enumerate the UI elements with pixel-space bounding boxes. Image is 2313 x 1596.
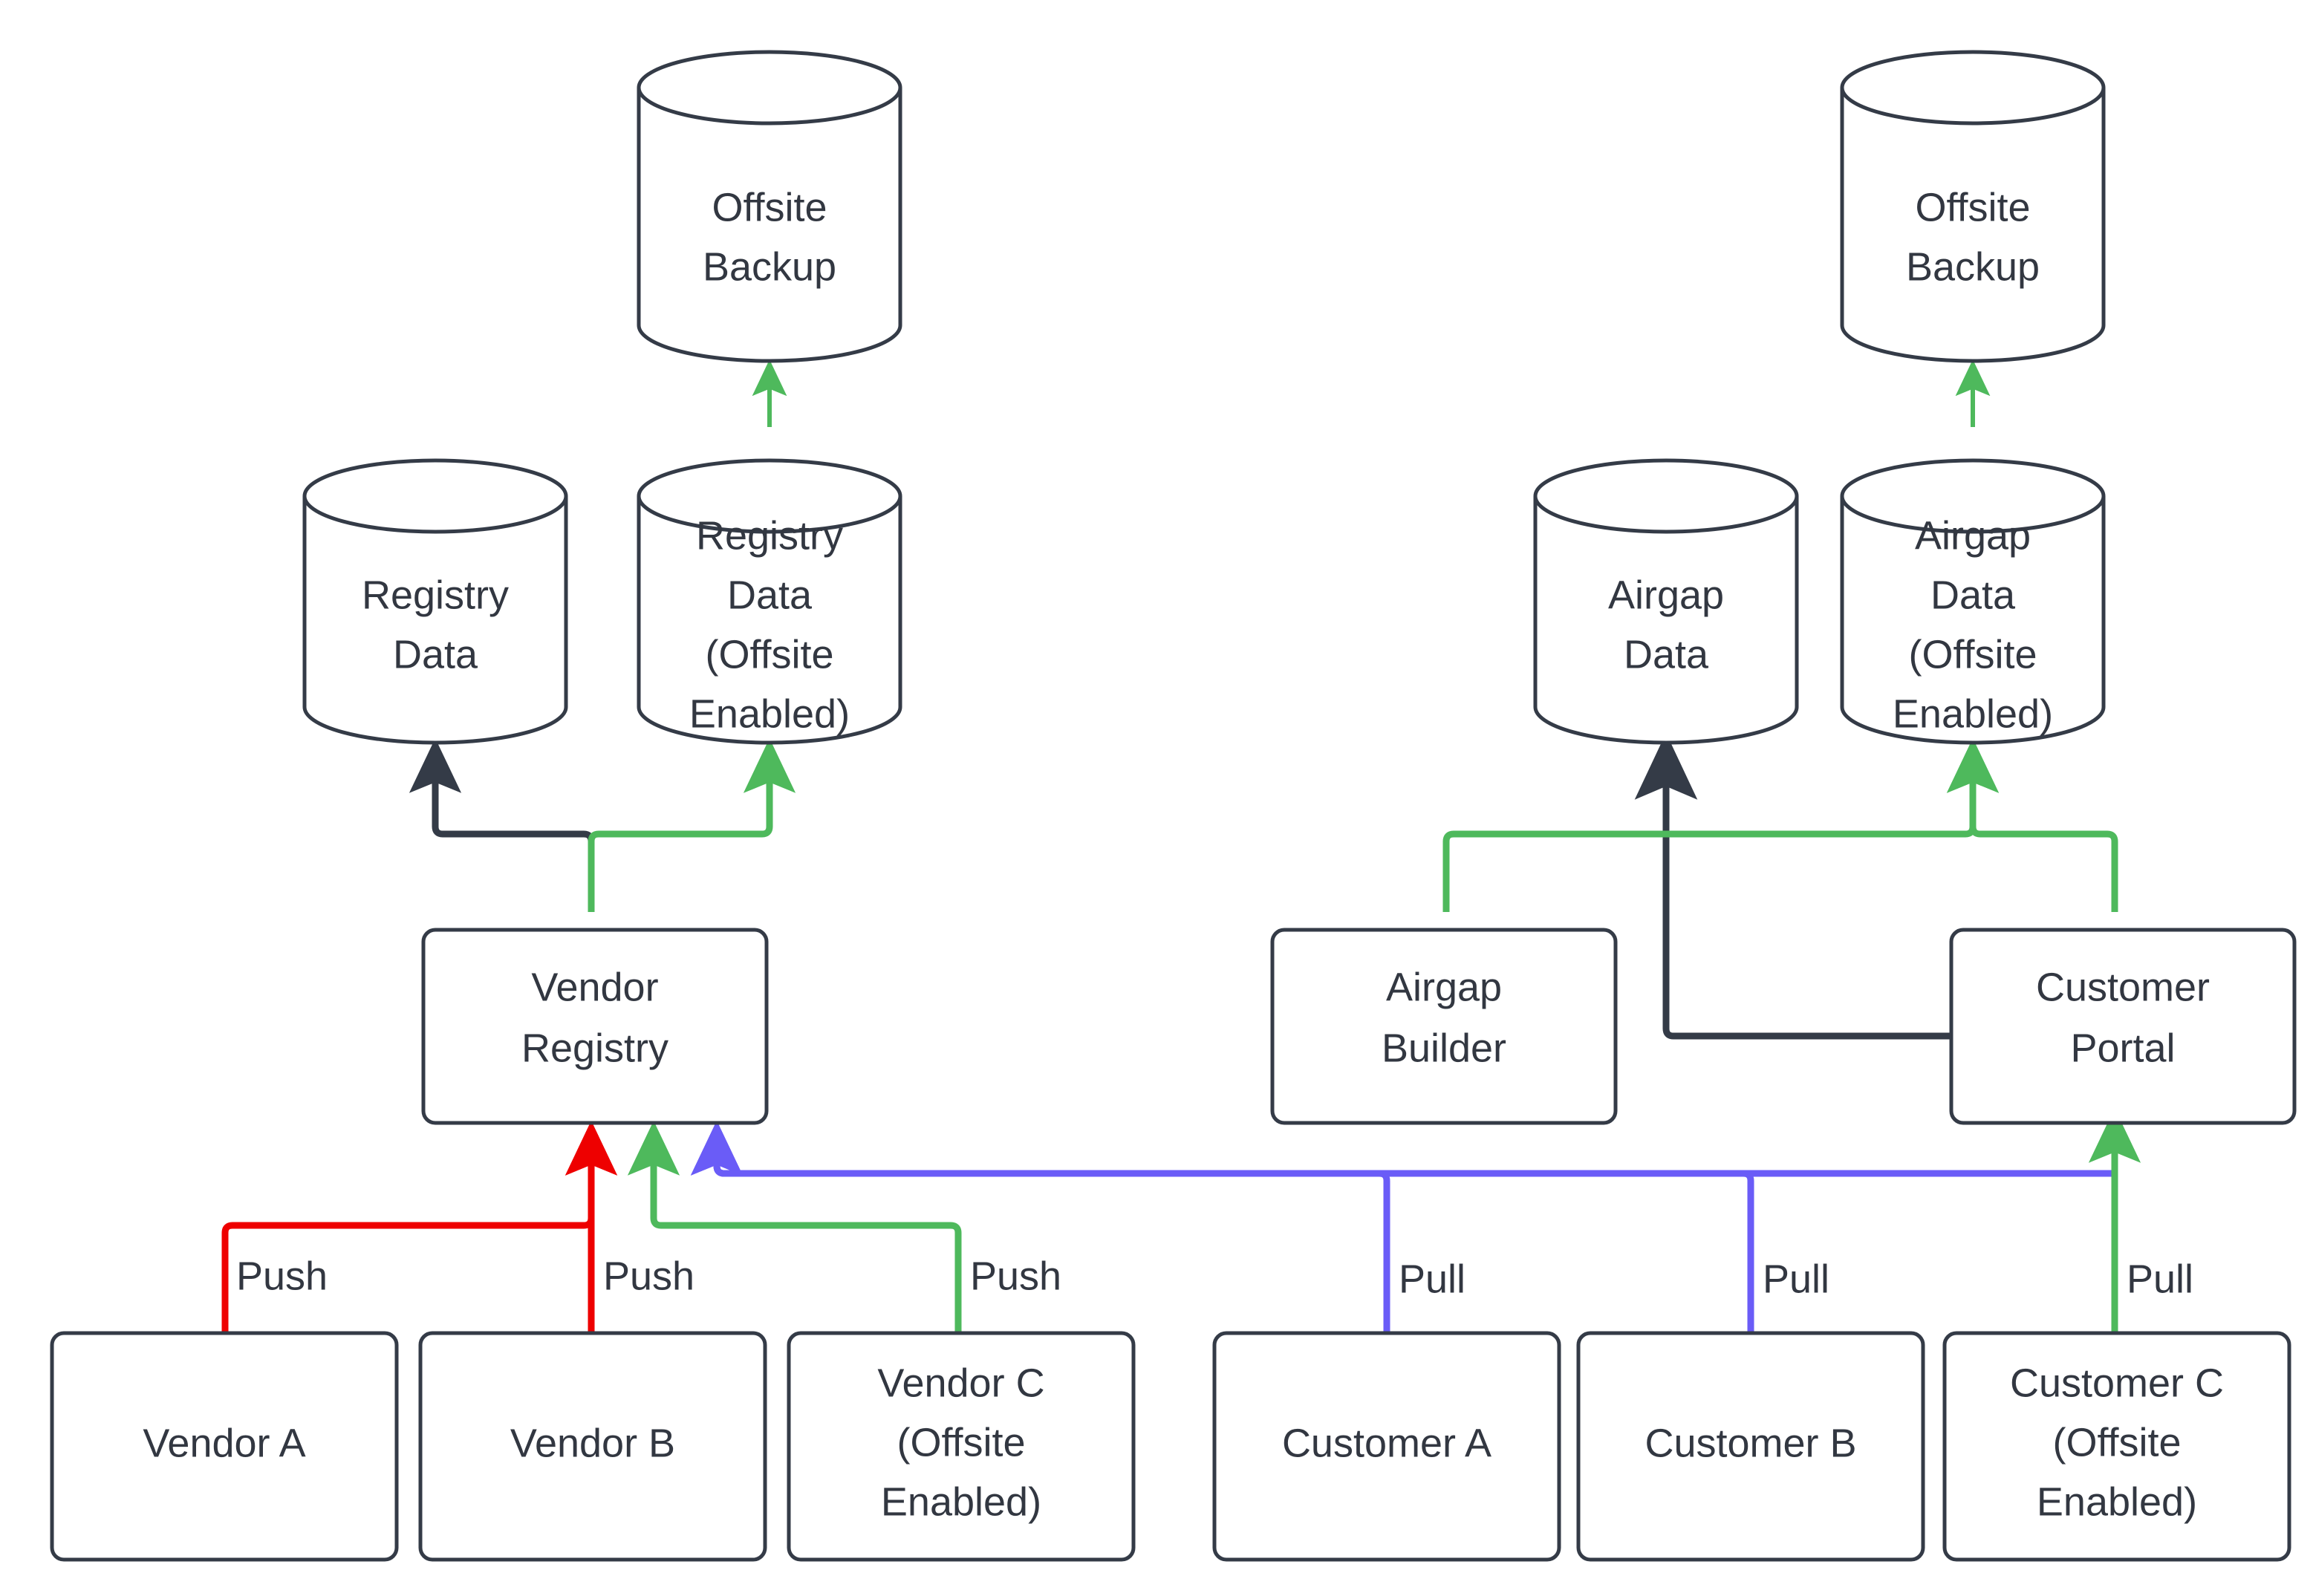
airgap-data-offsite-label-4: Enabled): [1893, 691, 2053, 736]
node-customer-c[interactable]: Customer C (Offsite Enabled): [1942, 1331, 2291, 1562]
offsite-backup-right-label-2: Backup: [1906, 244, 2040, 289]
node-registry-data-offsite[interactable]: Registry Data (Offsite Enabled): [637, 458, 902, 745]
customer-c-label-1: Customer C: [2010, 1361, 2224, 1405]
customer-a-label: Customer A: [1282, 1421, 1491, 1465]
node-airgap-data-offsite[interactable]: Airgap Data (Offsite Enabled): [1840, 458, 2106, 745]
vendor-a-label: Vendor A: [143, 1421, 305, 1465]
node-vendor-c[interactable]: Vendor C (Offsite Enabled): [787, 1331, 1136, 1562]
customer-portal-label-1: Customer: [2036, 965, 2210, 1009]
vendor-registry-label-1: Vendor: [531, 965, 658, 1009]
airgap-data-label-2: Data: [1624, 632, 1709, 677]
registry-data-label-2: Data: [393, 632, 478, 677]
edge-label-customer-c-pull: Pull: [2127, 1257, 2193, 1301]
airgap-data-offsite-label-3: (Offsite: [1908, 632, 2037, 677]
customer-c-label-3: Enabled): [2037, 1479, 2197, 1524]
node-vendor-b[interactable]: Vendor B: [418, 1331, 767, 1562]
airgap-builder-label-1: Airgap: [1386, 965, 1502, 1009]
customer-b-label: Customer B: [1645, 1421, 1856, 1465]
edge-label-vendor-c-push: Push: [970, 1254, 1061, 1298]
edge-vendor-c-push: [627, 1120, 962, 1333]
airgap-data-label-1: Airgap: [1608, 573, 1724, 617]
registry-data-label-1: Registry: [362, 573, 509, 617]
offsite-backup-left-label-2: Backup: [703, 244, 836, 289]
vendor-c-label-1: Vendor C: [877, 1361, 1044, 1405]
customer-c-label-2: (Offsite: [2052, 1420, 2181, 1465]
edge-vendor-registry-to-registry-data: [409, 737, 595, 912]
edge-customer-c-pull-rail: [690, 1120, 2115, 1177]
node-airgap-data[interactable]: Airgap Data: [1533, 458, 1799, 745]
edge-airgap-builder-to-airgap-data-offsite: [1442, 737, 2000, 912]
airgap-data-offsite-label-2: Data: [1930, 573, 2016, 617]
vendor-c-label-2: (Offsite: [897, 1420, 1025, 1465]
registry-data-offsite-label-1: Registry: [696, 513, 843, 558]
registry-data-offsite-label-3: (Offsite: [705, 632, 833, 677]
edge-vendor-a-push: [221, 1120, 618, 1333]
edge-label-vendor-b-push: Push: [603, 1254, 694, 1298]
node-customer-b[interactable]: Customer B: [1576, 1331, 1925, 1562]
vendor-b-label: Vendor B: [510, 1421, 675, 1465]
node-customer-portal[interactable]: Customer Portal: [1949, 928, 2297, 1125]
node-offsite-backup-left[interactable]: Offsite Backup: [637, 50, 902, 363]
registry-data-offsite-label-4: Enabled): [689, 691, 850, 736]
edge-label-vendor-a-push: Push: [236, 1254, 328, 1298]
offsite-backup-left-label-1: Offsite: [712, 185, 827, 229]
airgap-data-offsite-label-1: Airgap: [1915, 513, 2031, 558]
customer-portal-label-2: Portal: [2070, 1026, 2175, 1070]
registry-data-offsite-label-2: Data: [727, 573, 813, 617]
edge-customer-portal-to-airgap-data-offsite: [1946, 737, 2118, 912]
edge-label-customer-b-pull: Pull: [1763, 1257, 1829, 1301]
edge-customer-portal-to-airgap-data: [1634, 732, 1964, 1040]
node-vendor-a[interactable]: Vendor A: [50, 1331, 399, 1562]
node-registry-data[interactable]: Registry Data: [302, 458, 568, 745]
node-vendor-registry[interactable]: Vendor Registry: [421, 928, 769, 1125]
edge-vendor-registry-to-registry-data-offsite: [588, 737, 796, 912]
node-airgap-builder[interactable]: Airgap Builder: [1270, 928, 1618, 1125]
vendor-c-label-3: Enabled): [881, 1479, 1041, 1524]
offsite-backup-right-label-1: Offsite: [1915, 185, 2030, 229]
node-customer-a[interactable]: Customer A: [1212, 1331, 1561, 1562]
airgap-builder-label-2: Builder: [1382, 1026, 1506, 1070]
node-offsite-backup-right[interactable]: Offsite Backup: [1840, 50, 2106, 363]
edge-label-customer-a-pull: Pull: [1399, 1257, 1465, 1301]
vendor-registry-label-2: Registry: [521, 1026, 668, 1070]
